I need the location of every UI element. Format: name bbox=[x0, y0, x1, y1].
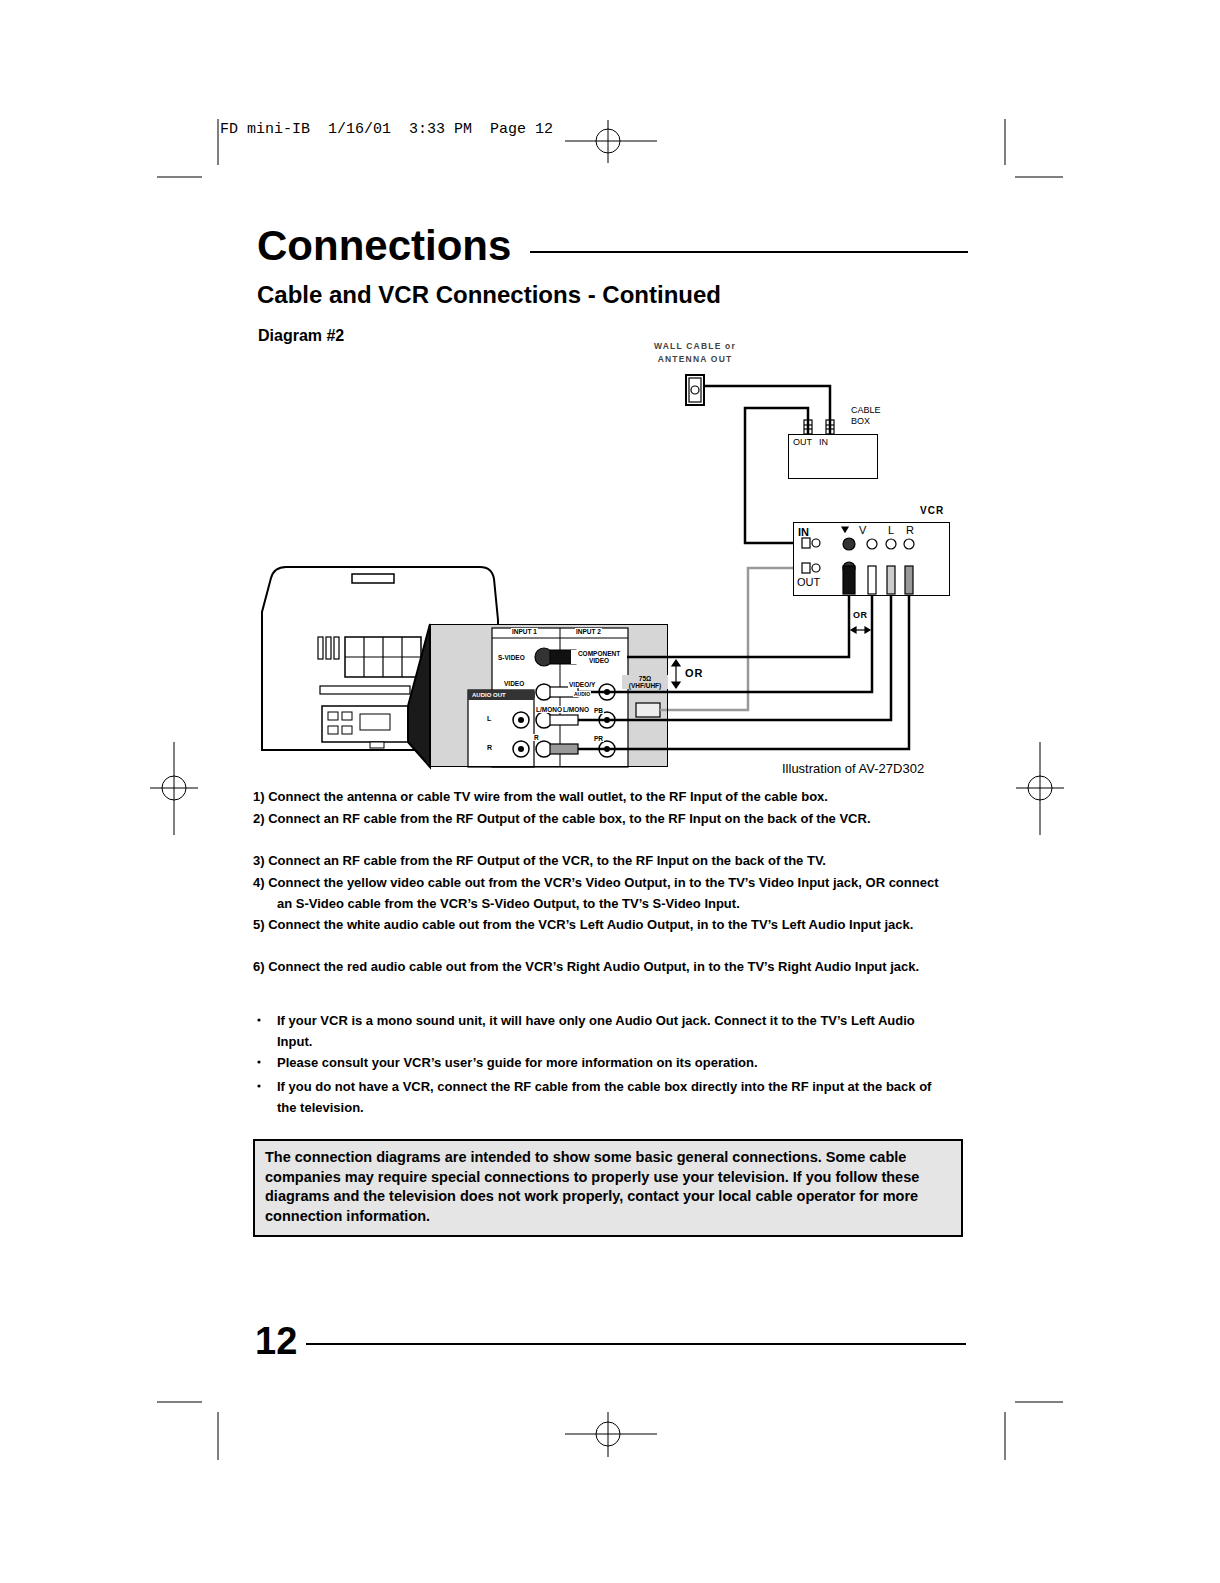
jack-panel bbox=[430, 624, 668, 767]
crop-marks bbox=[150, 119, 1064, 1460]
print-slug: FD mini-IB 1/16/01 3:33 PM Page 12 bbox=[220, 121, 553, 138]
jack-label: VIDEO bbox=[503, 680, 525, 687]
or-label: OR bbox=[685, 667, 704, 679]
device-name: CABLE BOX bbox=[851, 405, 885, 427]
device-name: VCR bbox=[920, 505, 944, 516]
cable-wire bbox=[668, 596, 849, 657]
instruction-step: 5) Connect the white audio cable out fro… bbox=[253, 914, 953, 935]
instruction-step: 6) Connect the red audio cable out from … bbox=[253, 956, 953, 977]
jack-label: L/MONO bbox=[535, 706, 563, 713]
vcr-panel: VCRINOUTVLR bbox=[793, 522, 950, 596]
jack-label: L/MONO bbox=[562, 706, 590, 713]
jack-label: L bbox=[486, 715, 492, 722]
port-label: OUT bbox=[797, 576, 820, 588]
jack-label: PB bbox=[593, 707, 604, 714]
port-label: OUT bbox=[793, 437, 812, 447]
instruction-step: 4) Connect the yellow video cable out fr… bbox=[253, 872, 953, 914]
port-label: V bbox=[859, 524, 866, 536]
jack-label: R bbox=[533, 734, 540, 741]
cable-wire bbox=[668, 596, 891, 720]
port-label: R bbox=[906, 524, 914, 536]
tv-jack-panel: INPUT 1 INPUT 2 S-VIDEO COMPONENT VIDEO VIDE… bbox=[430, 624, 668, 767]
input-label: INPUT 2 bbox=[575, 628, 602, 635]
port-label: IN bbox=[798, 526, 809, 538]
jack-label: COMPONENT VIDEO bbox=[571, 650, 627, 664]
bullets bbox=[257, 1018, 260, 1087]
cable-wire bbox=[668, 596, 909, 749]
diagram-number: Diagram #2 bbox=[258, 327, 344, 345]
port-label: IN bbox=[819, 437, 828, 447]
page-number: 12 bbox=[255, 1322, 297, 1360]
instruction-step: 2) Connect an RF cable from the RF Outpu… bbox=[253, 808, 953, 829]
jack-label: 75Ω (VHF/UHF) bbox=[622, 675, 668, 689]
page-title: Connections bbox=[257, 222, 511, 270]
or-label: OR bbox=[853, 610, 868, 620]
section-heading: Cable and VCR Connections - Continued bbox=[257, 281, 721, 309]
cable-wire bbox=[668, 596, 872, 692]
note-box: The connection diagrams are intended to … bbox=[253, 1139, 963, 1237]
cable-wire bbox=[668, 568, 793, 710]
input-label: INPUT 1 bbox=[511, 628, 538, 635]
illustration-caption: Illustration of AV-27D302 bbox=[782, 761, 924, 776]
instruction-step: 3) Connect an RF cable from the RF Outpu… bbox=[253, 850, 953, 871]
cable-box: CABLE BOXOUTIN bbox=[788, 434, 878, 479]
outlet-detail bbox=[689, 378, 701, 402]
bullet-note: Please consult your VCR’s user’s guide f… bbox=[253, 1052, 953, 1073]
wall-outlet: WALL CABLE or ANTENNA OUT bbox=[685, 374, 705, 406]
jack-label: VIDEO/Y bbox=[568, 681, 596, 688]
section-label: AUDIO OUT bbox=[471, 692, 535, 698]
cable-wire bbox=[705, 386, 830, 434]
jack-label: PR bbox=[593, 735, 604, 742]
outlet-label: WALL CABLE or ANTENNA OUT bbox=[640, 340, 750, 366]
instruction-step: 1) Connect the antenna or cable TV wire … bbox=[253, 786, 953, 807]
jack-label: S-VIDEO bbox=[497, 654, 526, 661]
jack-label: R bbox=[486, 744, 493, 751]
note-text: The connection diagrams are intended to … bbox=[265, 1148, 951, 1226]
bullet-note: If your VCR is a mono sound unit, it wil… bbox=[253, 1010, 953, 1052]
jack-label: AUDIO bbox=[573, 691, 591, 697]
port-label: L bbox=[888, 524, 894, 536]
bullet-note: If you do not have a VCR, connect the RF… bbox=[253, 1076, 953, 1118]
